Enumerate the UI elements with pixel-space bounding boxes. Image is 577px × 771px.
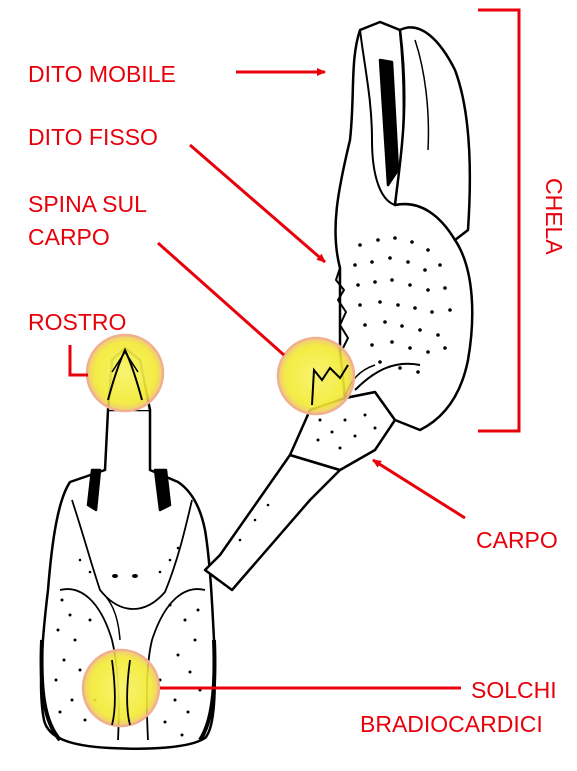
label-rostro: ROSTRO (28, 309, 126, 335)
arrow-dito-fisso (190, 145, 325, 262)
line-rostro (70, 345, 88, 375)
chela-drawing (335, 22, 472, 430)
label-spina-line2: CARPO (28, 224, 110, 250)
label-spina-line1: SPINA SUL (28, 191, 147, 217)
leg-segments-drawing (205, 392, 395, 590)
label-solchi-line1: SOLCHI (471, 677, 557, 703)
label-dito-fisso: DITO FISSO (28, 124, 158, 150)
bracket-chela (478, 10, 519, 431)
label-solchi-line2: BRADIOCARDICI (360, 711, 543, 737)
label-chela: CHELA (541, 178, 567, 255)
arrow-carpo (373, 460, 465, 518)
line-spina-sul-carpo (158, 243, 284, 355)
highlight-spina-sul-carpo (278, 338, 354, 414)
label-dito-mobile: DITO MOBILE (28, 61, 176, 87)
label-carpo: CARPO (476, 527, 558, 553)
highlight-rostro (87, 335, 163, 411)
highlight-solchi-bradiocardici (83, 650, 159, 726)
